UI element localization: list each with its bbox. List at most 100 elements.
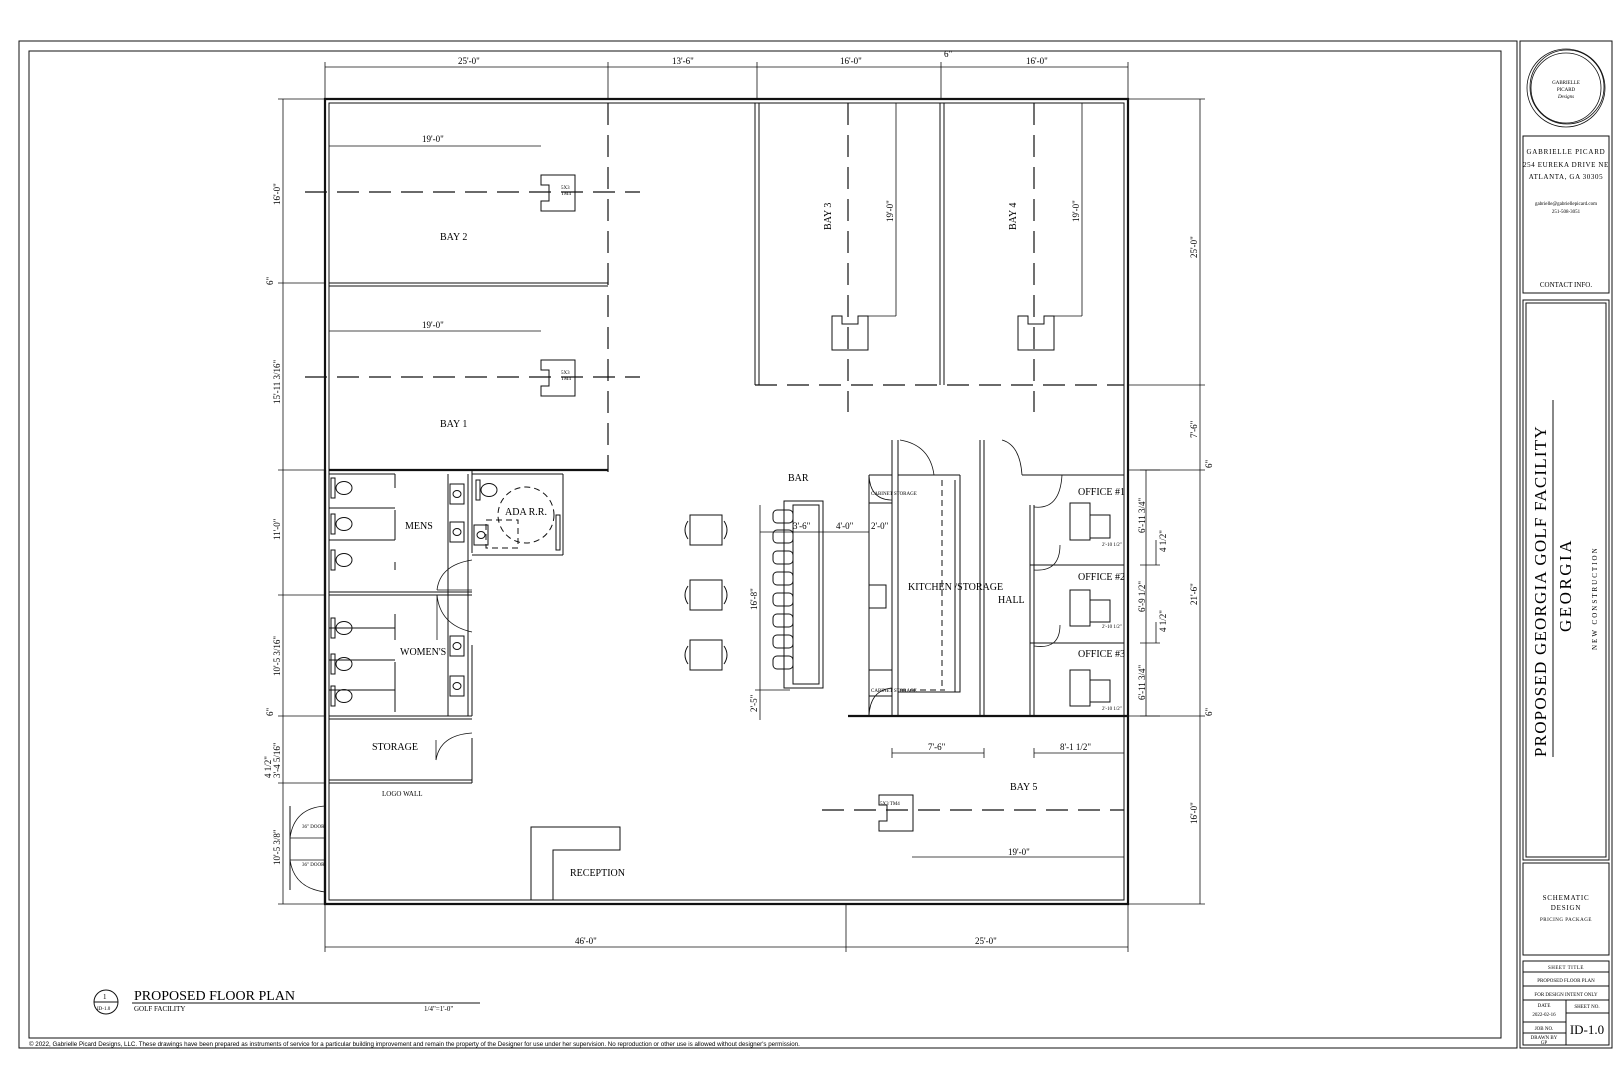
bar-table-1 [684,514,728,546]
dim-desk-2: 2'-10 1/2" [1102,625,1122,630]
dim-bar-4-0: 4'-0" [836,521,854,531]
caption-title: PROPOSED FLOOR PLAN [134,989,295,1004]
dim-right-6-b: 6" [1204,708,1214,717]
project-type: NEW CONSTRUCTION [1591,546,1599,650]
logo-line-1: GABRIELLE [1552,81,1580,86]
svg-text:TM4: TM4 [561,192,572,197]
dim-left-11: 11'-0" [272,518,282,540]
label-bay-3: BAY 3 [823,203,834,230]
label-reception: RECEPTION [570,868,625,879]
label-cabinet-storage-1: CABINET STORAGE [871,492,917,497]
dim-bay2-19: 19'-0" [422,134,444,144]
dim-left-15-11: 15'-11 3/16" [272,359,282,404]
inner-border [28,50,1502,1039]
label-womens: WOMEN'S [400,647,446,658]
dim-office-6-9: 6'-9 1/2" [1137,581,1147,612]
project-name: PROPOSED GEORGIA GOLF FACILITY [1531,425,1550,757]
label-bar: BAR [788,473,809,484]
contact-email[interactable]: gabrielle@gabriellepicard.com [1535,202,1597,207]
label-office-2: OFFICE #2 [1078,572,1125,583]
label-office-3: OFFICE #3 [1078,649,1125,660]
dim-bar-3-6: 3'-6" [793,521,811,531]
caption-subtitle: GOLF FACILITY [134,1005,185,1013]
label-door-2: 36" DOOR [302,863,325,868]
contact-street: 254 EUREKA DRIVE NE [1523,161,1609,169]
dim-right-25: 25'-0" [1189,236,1199,258]
dim-right-21-6: 21'-6" [1189,583,1199,605]
dim-left-4-5: 4 1/2" [263,756,273,778]
dim-desk-1: 2'-10 1/2" [1102,543,1122,548]
logo-line-3: Designs [1557,95,1574,100]
dim-bay5-19: 19'-0" [1008,847,1030,857]
contact-phone: 251-508-3051 [1552,210,1581,215]
bar-table-3 [684,639,728,671]
bar-table-2 [684,579,728,611]
sheet-drawn-by: GP [1541,1041,1548,1046]
caption-sheet: ID-1.0 [97,1007,111,1012]
designer-logo: GABRIELLE PICARD Designs [1526,48,1606,128]
phase-line-3: PRICING PACKAGE [1540,918,1592,923]
dim-left-10-5-a: 10'-5 3/16" [272,636,282,676]
label-cabinet-storage-2: CABINET STORAGE [871,689,917,694]
svg-text:TM4: TM4 [561,377,572,382]
dim-bar-16-8: 16'-8" [749,588,759,610]
label-hall: HALL [998,595,1025,606]
trackman-bay5 [878,794,914,832]
dim-right-6-a: 6" [1204,460,1214,469]
label-bay-2: BAY 2 [440,232,467,243]
dim-top-16-b: 16'-0" [1026,56,1048,66]
label-logo-wall: LOGO WALL [382,790,423,798]
sheet-date-label: DATE [1538,1004,1551,1009]
label-ada-rr: ADA R.R. [505,507,547,518]
dimensions: 25'-0" 13'-6" 16'-0" 6" 16'-0" 19'-0" 19… [263,49,1214,952]
dim-office-6-11-b: 6'-11 3/4" [1137,664,1147,700]
project-state: GEORGIA [1556,538,1575,632]
dim-office-6-11-a: 6'-11 3/4" [1137,497,1147,533]
drawing-caption: 1 ID-1.0 PROPOSED FLOOR PLAN GOLF FACILI… [93,989,480,1015]
dim-left-16: 16'-0" [272,183,282,205]
caption-scale: 1/4"=1'-0" [424,1005,453,1013]
dim-office-4-5-a: 4 1/2" [1158,530,1168,552]
contact-city: ATLANTA, GA 30305 [1529,173,1603,181]
outer-border [18,40,1518,1049]
dim-right-16: 16'-0" [1189,802,1199,824]
dim-left-10-5-b: 10'-5 3/8" [272,829,282,865]
sheet-intent: FOR DESIGN INTENT ONLY [1534,993,1598,998]
dim-kitchen-7-6: 7'-6" [928,742,946,752]
dim-bar-2-0: 2'-0" [871,521,889,531]
label-kitchen-storage: KITCHEN /STORAGE [908,582,1003,593]
svg-text:5X3: 5X3 [561,186,570,191]
trackman-bay4 [1017,315,1055,351]
dim-bar-2-5: 2'-5" [749,694,759,712]
label-door-1: 36" DOOR [302,825,325,830]
dim-bay4-19: 19'-0" [1071,200,1081,222]
contact-name: GABRIELLE PICARD [1526,148,1605,156]
dim-bottom-25: 25'-0" [975,936,997,946]
label-storage: STORAGE [372,742,418,753]
sheet-number-label: SHEET NO. [1574,1005,1599,1010]
dim-bay3-19: 19'-0" [885,200,895,222]
dim-left-3-4: 3'-4 5/16" [272,742,282,778]
label-office-1: OFFICE #1 [1078,487,1125,498]
label-bay-5: BAY 5 [1010,782,1037,793]
dim-bay1-19: 19'-0" [422,320,444,330]
dim-right-7-6: 7'-6" [1189,420,1199,438]
phase-line-2: DESIGN [1551,904,1581,912]
label-mens: MENS [405,521,433,532]
caption-number: 1 [103,993,107,1001]
dim-desk-3: 2'-10 1/2" [1102,707,1122,712]
dim-office-4-5-b: 4 1/2" [1158,610,1168,632]
dim-top-6: 6" [944,49,953,59]
dim-top-16-a: 16'-0" [840,56,862,66]
phase-line-1: SCHEMATIC [1543,894,1590,902]
dim-left-6-a: 6" [265,277,275,286]
label-bay-4: BAY 4 [1008,203,1019,230]
dim-top-25: 25'-0" [458,56,480,66]
sheet-title-label: SHEET TITLE [1548,966,1584,971]
svg-text:5X3: 5X3 [561,371,570,376]
trackman-label: 5X3 TM4 [880,802,900,807]
copyright-notice: © 2022, Gabrielle Picard Designs, LLC. T… [29,1041,800,1048]
sheet-number: ID-1.0 [1570,1022,1604,1037]
